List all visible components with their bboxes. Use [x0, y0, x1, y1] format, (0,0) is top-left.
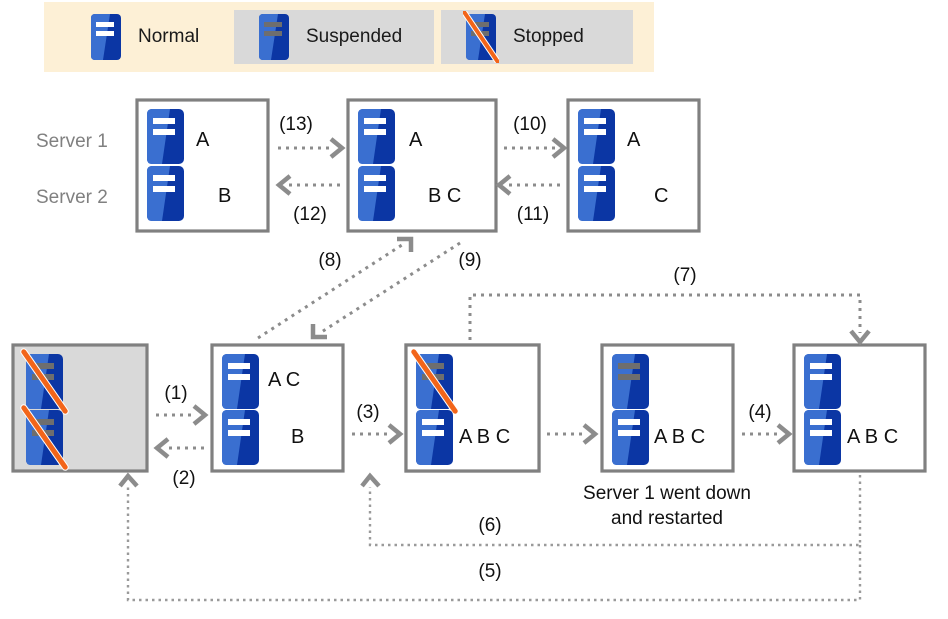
top-box-2-server1-items: A: [409, 129, 423, 151]
transition-label-13: (13): [279, 114, 313, 135]
top-box-3-server1-items: A: [627, 129, 641, 151]
bottom-box-4-server1-icon: [612, 354, 649, 409]
bottom-box-3-server2-items: A B C: [459, 426, 510, 448]
top-box-2-server2-items: B C: [428, 185, 461, 207]
transition-label-4: (4): [748, 402, 771, 423]
bottom-box-2-server1-items: A C: [268, 369, 300, 391]
arrow-10: [504, 137, 568, 159]
note-line-1: Server 1 went down: [583, 483, 751, 504]
transition-label-10: (10): [513, 114, 547, 135]
top-box-3-server1-icon: [578, 109, 615, 164]
top-box-3-server2-icon: [578, 166, 615, 221]
bottom-box-4-server2-items: A B C: [654, 426, 705, 448]
server-suspended-icon: [256, 11, 292, 63]
transition-label-1: (1): [164, 383, 187, 404]
arrow-4: [742, 423, 793, 445]
bottom-box-5-server1-icon: [804, 354, 841, 409]
legend-item-normal: Normal: [66, 10, 246, 64]
row-label-server1: Server 1: [36, 131, 108, 152]
legend-label-stopped: Stopped: [513, 26, 584, 47]
bottom-box-2-server1-icon: [222, 354, 259, 409]
server-stopped-icon: [463, 11, 499, 63]
server-normal-icon: [88, 11, 124, 63]
arrow-7: [468, 293, 871, 346]
arrow-box3-box4: [547, 423, 599, 445]
top-box-1-server2-items: B: [218, 185, 231, 207]
arrow-8: [257, 236, 414, 340]
row-label-server2: Server 2: [36, 187, 108, 208]
top-box-1-server2-icon: [147, 166, 184, 221]
legend-label-normal: Normal: [138, 26, 200, 47]
top-box-1-server1-items: A: [196, 129, 210, 151]
note-line-2: and restarted: [611, 508, 723, 529]
arrow-13: [278, 137, 346, 159]
legend-label-suspended: Suspended: [306, 26, 403, 47]
arrow-5: [118, 472, 862, 602]
arrow-11: [495, 174, 560, 196]
transition-label-12: (12): [293, 204, 327, 225]
transition-label-9: (9): [458, 250, 481, 271]
bottom-box-2-server2-items: B: [291, 426, 304, 448]
transition-label-6: (6): [478, 515, 501, 536]
bottom-box-3: [404, 343, 541, 473]
legend-item-stopped: Stopped: [441, 10, 633, 64]
transition-label-5: (5): [478, 561, 501, 582]
bottom-box-1-server1-icon: [20, 348, 69, 415]
arrow-6: [360, 472, 862, 547]
top-box-2-server2-icon: [358, 166, 395, 221]
bottom-box-5-server2-items: A B C: [847, 426, 898, 448]
transition-label-8: (8): [318, 250, 341, 271]
transition-label-11: (11): [517, 204, 549, 225]
legend-item-suspended: Suspended: [234, 10, 434, 64]
transition-label-2: (2): [172, 468, 195, 489]
bottom-box-2-server2-icon: [222, 410, 259, 465]
bottom-box-5-server2-icon: [804, 410, 841, 465]
arrow-3: [352, 423, 404, 445]
bottom-box-3-server2-icon: [416, 410, 453, 465]
bottom-box-3-server1-icon: [410, 348, 459, 415]
arrow-9: [310, 241, 461, 340]
server-icon-layer: [20, 109, 841, 471]
arrow-12: [275, 174, 340, 196]
bottom-box-1-server2-icon: [20, 404, 69, 471]
arrow-2: [153, 437, 204, 459]
top-box-3-server2-items: C: [654, 185, 668, 207]
legend-bar: Normal Suspended Stopped: [44, 2, 654, 72]
top-box-2-server1-icon: [358, 109, 395, 164]
arrow-1: [156, 404, 209, 426]
transition-label-3: (3): [356, 402, 379, 423]
bottom-box-4-server2-icon: [612, 410, 649, 465]
top-box-1-server1-icon: [147, 109, 184, 164]
transition-label-7: (7): [673, 265, 696, 286]
